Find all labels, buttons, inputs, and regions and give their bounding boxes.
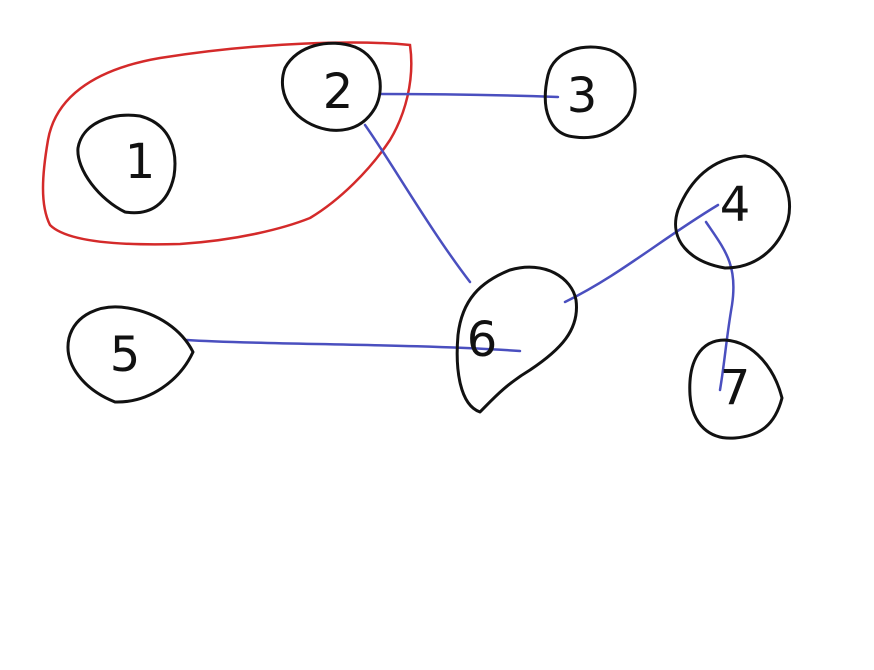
node-1-outline — [76, 113, 177, 215]
node-5-outline — [66, 305, 195, 404]
node-6-label: 6 — [467, 312, 498, 368]
node-2-outline — [280, 41, 382, 132]
node-3-label: 3 — [567, 68, 598, 124]
node-4-label: 4 — [720, 177, 751, 233]
node-1-label: 1 — [125, 134, 156, 190]
edge-4-7 — [704, 220, 735, 392]
group-outline-1-2 — [41, 41, 413, 246]
edge-6-4 — [563, 203, 720, 304]
node-3-outline — [543, 45, 637, 140]
edge-2-6 — [363, 123, 472, 284]
edge-2-3 — [378, 92, 560, 99]
edge-5-6 — [185, 338, 522, 353]
node-6-outline — [455, 265, 578, 414]
node-5-label: 5 — [110, 327, 141, 383]
node-7-label: 7 — [720, 360, 751, 416]
node-2-label: 2 — [323, 64, 354, 120]
node-4-outline — [674, 154, 791, 270]
node-7-outline — [688, 338, 784, 440]
